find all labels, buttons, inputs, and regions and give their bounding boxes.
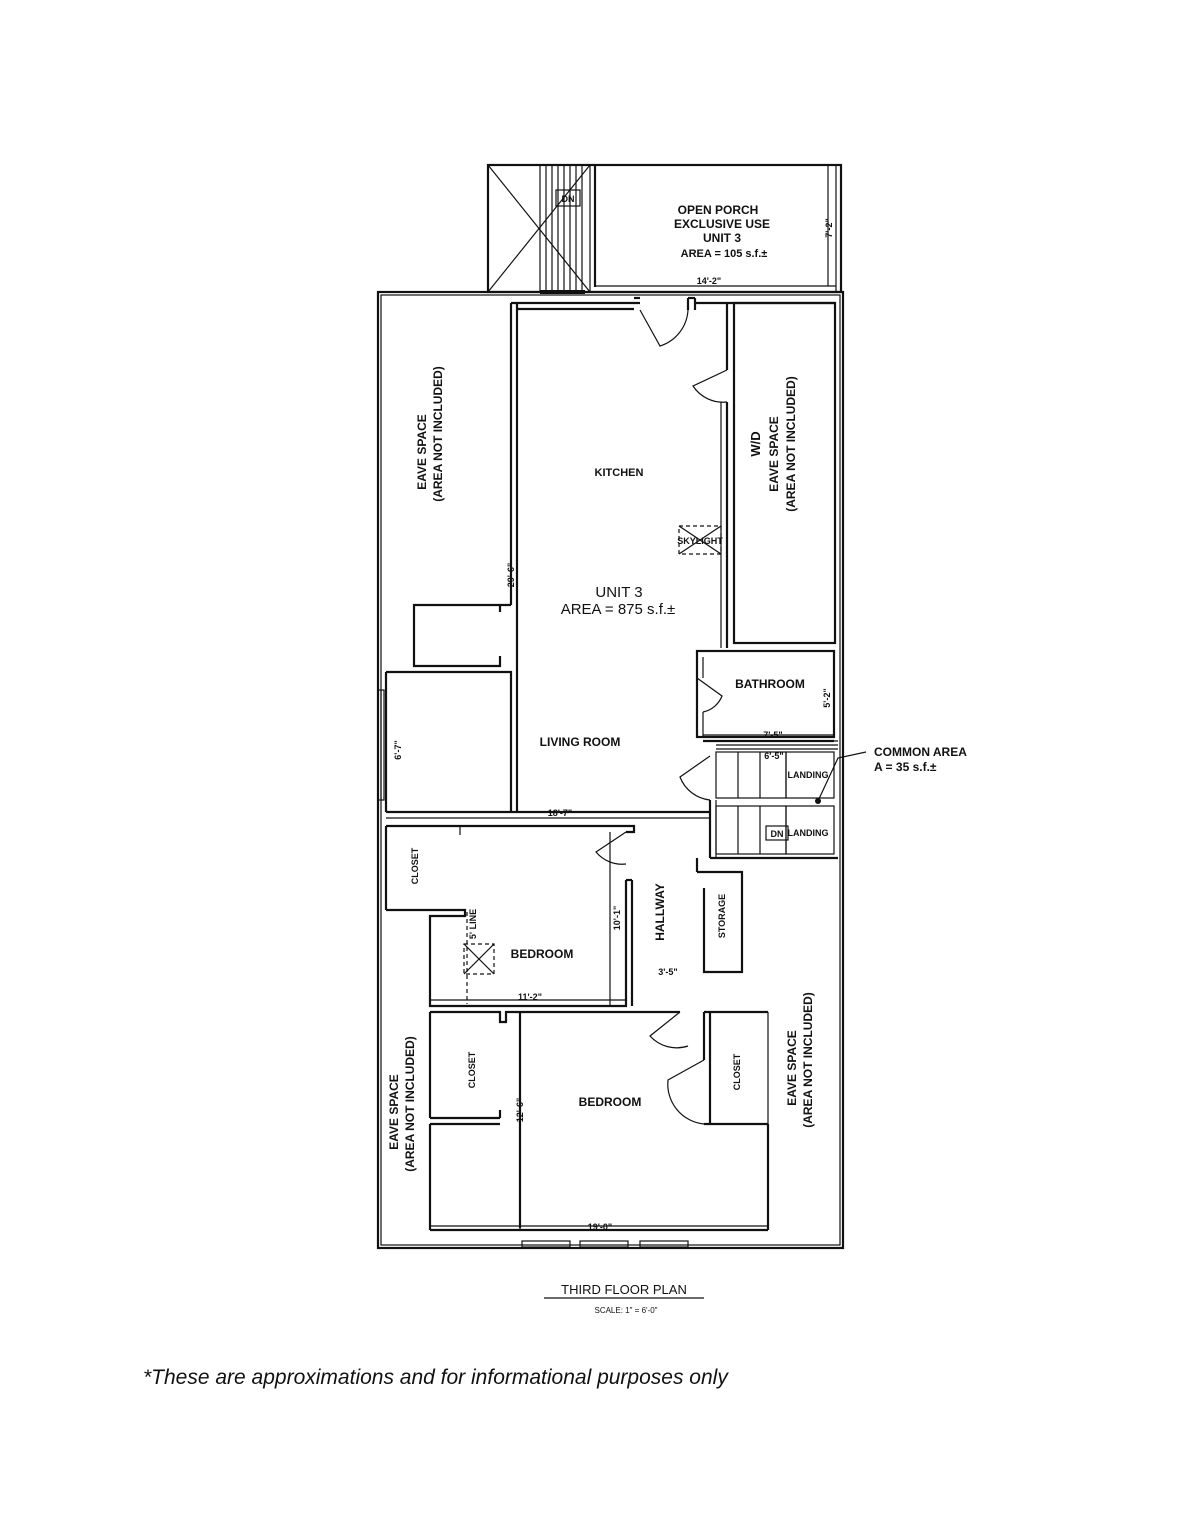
kitchen-length-dim: 29'-6"	[506, 563, 516, 587]
eave-left-bottom-label-2: (AREA NOT INCLUDED)	[403, 1036, 417, 1172]
five-foot-line	[463, 912, 495, 1004]
windows	[377, 689, 689, 1248]
living-width-dim: 18'-7"	[548, 808, 572, 818]
living-room-label: LIVING ROOM	[540, 735, 621, 749]
closet-1-label: CLOSET	[410, 847, 420, 884]
bedroom-2-label: BEDROOM	[579, 1095, 642, 1109]
wd-label: W/D	[748, 431, 763, 456]
porch-width-dim: 14'-2"	[697, 276, 721, 286]
eave-left-bottom-label-1: EAVE SPACE	[387, 1074, 401, 1150]
bed2-width-dim: 19'-0"	[588, 1222, 612, 1232]
bath-width-dim: 7'-5"	[763, 730, 782, 740]
unit-area-label: AREA = 875 s.f.±	[561, 601, 676, 618]
porch-label-1: OPEN PORCH	[678, 203, 759, 217]
porch-label-3: UNIT 3	[703, 231, 741, 245]
plan-scale: SCALE: 1" = 6'-0"	[594, 1306, 657, 1315]
porch-area-label: AREA = 105 s.f.±	[681, 248, 768, 260]
bed2-depth-dim: 12'-6"	[515, 1098, 525, 1122]
porch-depth-dim: 7'-2"	[824, 218, 834, 237]
bedroom-1-label: BEDROOM	[511, 947, 574, 961]
doors	[595, 309, 728, 1125]
labels: OPEN PORCH EXCLUSIVE USE UNIT 3 AREA = 1…	[387, 194, 967, 1315]
eave-right-top-label-1: EAVE SPACE	[767, 416, 781, 492]
interior-walls	[384, 296, 838, 1232]
common-area-size-label: A = 35 s.f.±	[874, 760, 937, 774]
plan-title: THIRD FLOOR PLAN	[561, 1282, 687, 1297]
skylight-label: SKYLIGHT	[677, 536, 723, 546]
hall-width-dim: 3'-5"	[658, 967, 677, 977]
eave-right-top-label-2: (AREA NOT INCLUDED)	[784, 376, 798, 512]
bed1-depth-dim: 10'-1"	[612, 906, 622, 930]
eave-right-bottom-label-2: (AREA NOT INCLUDED)	[801, 992, 815, 1128]
porch-label-2: EXCLUSIVE USE	[674, 217, 770, 231]
disclaimer-text: *These are approximations and for inform…	[143, 1366, 728, 1389]
stair-down-label: DN	[562, 194, 575, 204]
five-foot-line-label: 5' LINE	[468, 909, 478, 939]
living-left-dim: 6'-7"	[393, 740, 403, 759]
closet-3-label: CLOSET	[732, 1053, 742, 1090]
unit-label: UNIT 3	[595, 584, 642, 601]
closet-2-label: CLOSET	[467, 1051, 477, 1088]
open-porch	[486, 163, 843, 294]
bath-depth-dim: 5'-2"	[822, 688, 832, 707]
storage-label: STORAGE	[717, 894, 727, 938]
common-area-label: COMMON AREA	[874, 745, 967, 759]
common-stair-down-label: DN	[771, 829, 784, 839]
eave-left-top-label-1: EAVE SPACE	[415, 414, 429, 490]
bathroom-label: BATHROOM	[735, 677, 805, 691]
kitchen-label: KITCHEN	[595, 467, 644, 479]
landing-label-1: LANDING	[788, 770, 829, 780]
stair-width-dim: 6'-5"	[764, 751, 783, 761]
common-stairs	[715, 740, 867, 855]
dimension-lines	[430, 734, 834, 1230]
eave-right-bottom-label-1: EAVE SPACE	[785, 1030, 799, 1106]
skylight	[678, 525, 722, 555]
landing-label-2: LANDING	[788, 828, 829, 838]
bed1-width-dim: 11'-2"	[518, 992, 542, 1002]
eave-left-top-label-2: (AREA NOT INCLUDED)	[431, 366, 445, 502]
hallway-label: HALLWAY	[653, 883, 667, 941]
